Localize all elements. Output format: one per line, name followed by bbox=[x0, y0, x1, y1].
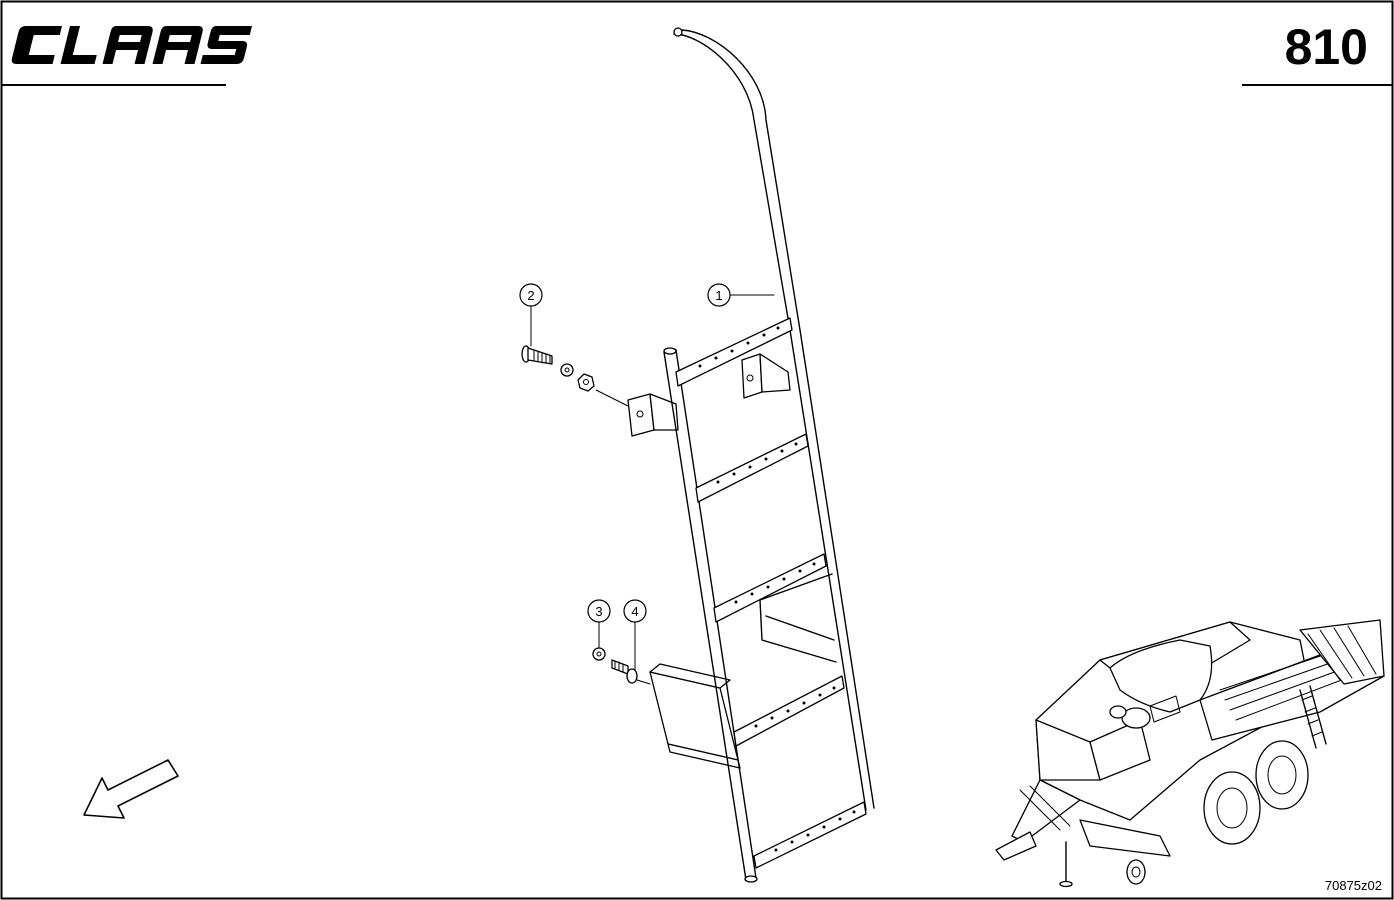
claas-logo-icon bbox=[11, 26, 252, 64]
page-number: 810 bbox=[1285, 19, 1368, 75]
callout-3: 3 bbox=[587, 599, 611, 649]
drawing-id: 70875z02 bbox=[1325, 878, 1382, 893]
svg-text:3: 3 bbox=[595, 604, 602, 619]
upper-fastener-set bbox=[521, 345, 629, 407]
direction-arrow-icon bbox=[83, 759, 179, 819]
callout-2: 2 bbox=[519, 283, 543, 347]
svg-text:1: 1 bbox=[715, 288, 722, 303]
lower-fastener-set bbox=[592, 647, 651, 685]
callout-4: 4 bbox=[623, 599, 647, 671]
svg-text:2: 2 bbox=[527, 288, 534, 303]
svg-text:4: 4 bbox=[631, 604, 638, 619]
baler-thumbnail-icon bbox=[995, 619, 1385, 888]
callout-1: 1 bbox=[707, 283, 775, 307]
ladder-drawing bbox=[627, 27, 875, 883]
